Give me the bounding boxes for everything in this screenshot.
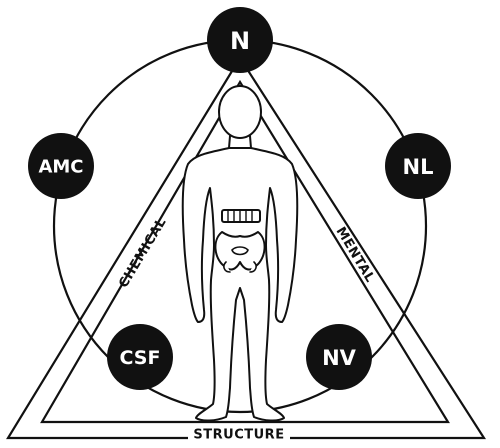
node-label-lower-left: CSF	[120, 347, 161, 369]
node-label-upper-left: AMC	[38, 157, 83, 178]
node-top: N	[207, 7, 273, 73]
node-upper-left: AMC	[28, 133, 94, 199]
side-label-mental: MENTAL	[333, 225, 378, 286]
node-label-upper-right: NL	[403, 155, 434, 179]
side-label-structure: STRUCTURE	[193, 428, 284, 443]
side-label-chemical: CHEMICAL	[116, 215, 170, 290]
node-upper-right: NL	[385, 133, 451, 199]
human-body-anatomy-figure-icon	[181, 85, 299, 422]
node-label-lower-right: NV	[322, 346, 357, 370]
bottom-label-backdrop	[188, 426, 290, 442]
node-lower-right: NV	[306, 324, 372, 390]
node-lower-left: CSF	[107, 324, 173, 390]
node-label-top: N	[230, 27, 250, 55]
